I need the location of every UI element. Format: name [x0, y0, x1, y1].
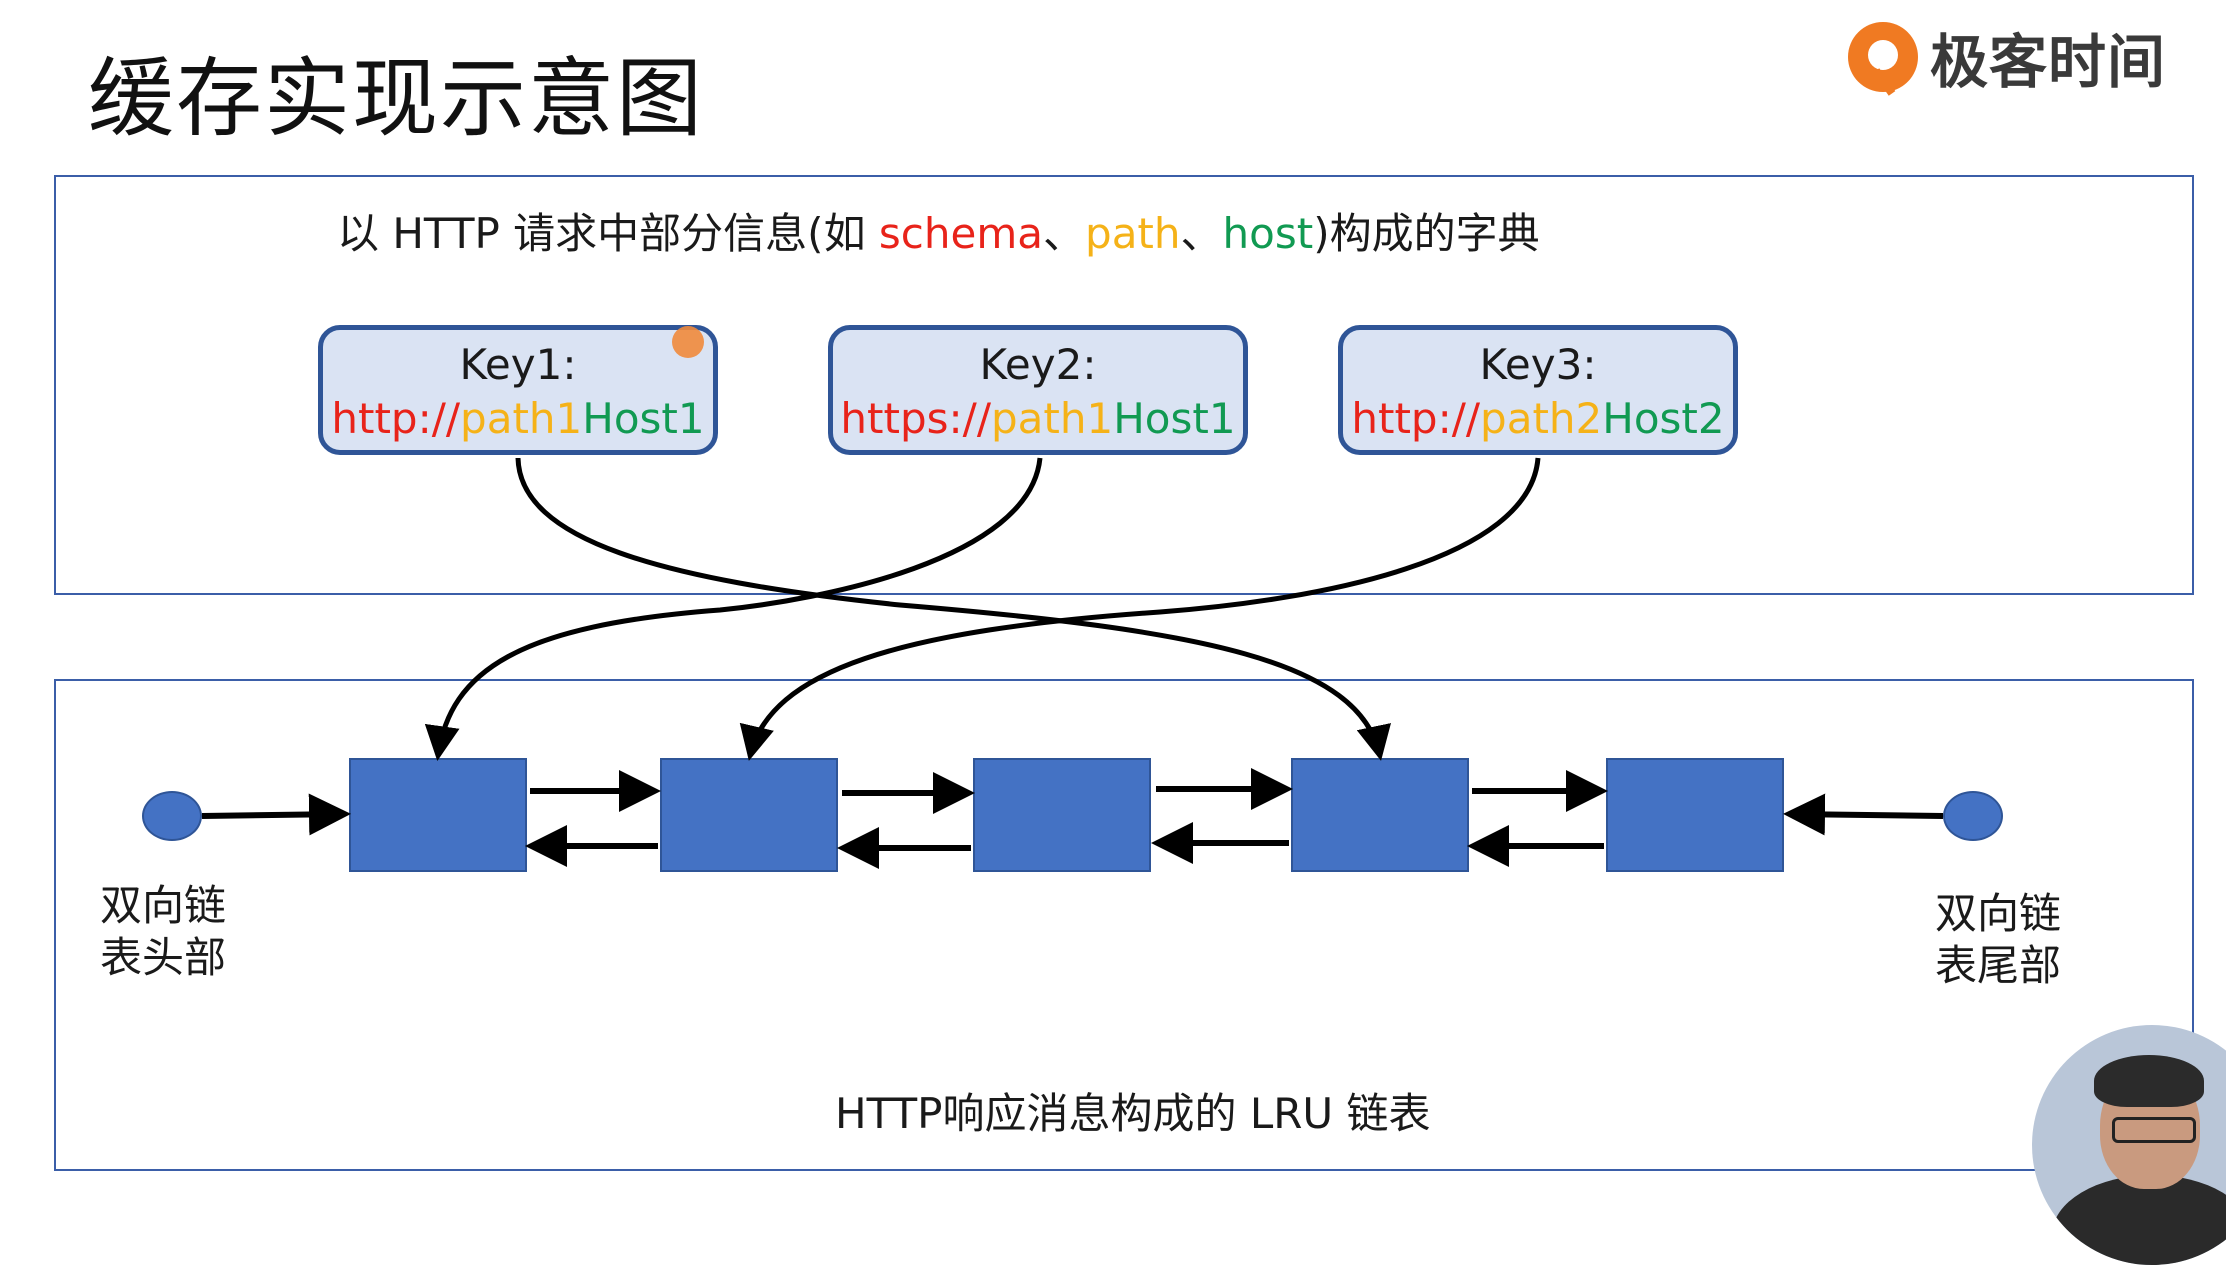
list-node-4	[1291, 758, 1469, 872]
list-head-dot	[142, 791, 202, 841]
key-host: Host1	[1113, 394, 1236, 443]
key-path: path2	[1480, 394, 1603, 443]
key-title: Key1:	[459, 340, 577, 389]
caption-host: host	[1222, 209, 1314, 258]
key-title: Key3:	[1479, 340, 1597, 389]
caption-schema: schema	[878, 209, 1044, 258]
geektime-logo: 极客时间	[1848, 12, 2166, 102]
lru-list-caption: HTTP响应消息构成的 LRU 链表	[835, 1089, 1431, 1138]
mouse-cursor-icon	[672, 326, 704, 358]
caption-separator-1: 、	[1043, 209, 1086, 258]
head-label-line2: 表头部	[100, 933, 227, 982]
webcam-glasses	[2112, 1117, 2196, 1143]
tail-label-line1: 双向链	[1935, 889, 2062, 938]
key-url: https://path1Host1	[833, 392, 1243, 446]
key-url: http://path1Host1	[323, 392, 713, 446]
logo-text: 极客时间	[1930, 28, 2167, 96]
tail-label-line2: 表尾部	[1935, 941, 2062, 990]
key-scheme: https://	[840, 394, 991, 443]
dictionary-caption: 以 HTTP 请求中部分信息(如 schema、path、host)构成的字典	[337, 200, 1540, 261]
head-label-line1: 双向链	[100, 881, 227, 930]
webcam-hair	[2094, 1055, 2204, 1107]
caption-suffix: )构成的字典	[1313, 209, 1540, 258]
list-node-3	[973, 758, 1151, 872]
key-path: path1	[460, 394, 583, 443]
geektime-logo-icon	[1848, 22, 1918, 92]
key-box-2: Key2: https://path1Host1	[828, 325, 1248, 455]
list-tail-dot	[1943, 791, 2003, 841]
slide-title: 缓存实现示意图	[88, 49, 704, 149]
list-node-1	[349, 758, 527, 872]
list-node-5	[1606, 758, 1784, 872]
key-title: Key2:	[979, 340, 1097, 389]
list-tail-label: 双向链 表尾部	[1935, 888, 2095, 992]
key-path: path1	[990, 394, 1114, 443]
caption-separator-2: 、	[1180, 209, 1223, 258]
caption-prefix: 以 HTTP 请求中部分信息(如	[337, 209, 879, 258]
key-box-1: Key1: http://path1Host1	[318, 325, 718, 455]
key-host: Host1	[582, 394, 705, 443]
key-scheme: http://	[1351, 394, 1481, 443]
key-scheme: http://	[331, 394, 461, 443]
key-url: http://path2Host2	[1343, 392, 1733, 446]
caption-path: path	[1085, 209, 1181, 258]
key-host: Host2	[1602, 394, 1725, 443]
list-node-2	[660, 758, 838, 872]
key-box-3: Key3: http://path2Host2	[1338, 325, 1738, 455]
list-head-label: 双向链 表头部	[100, 880, 260, 984]
